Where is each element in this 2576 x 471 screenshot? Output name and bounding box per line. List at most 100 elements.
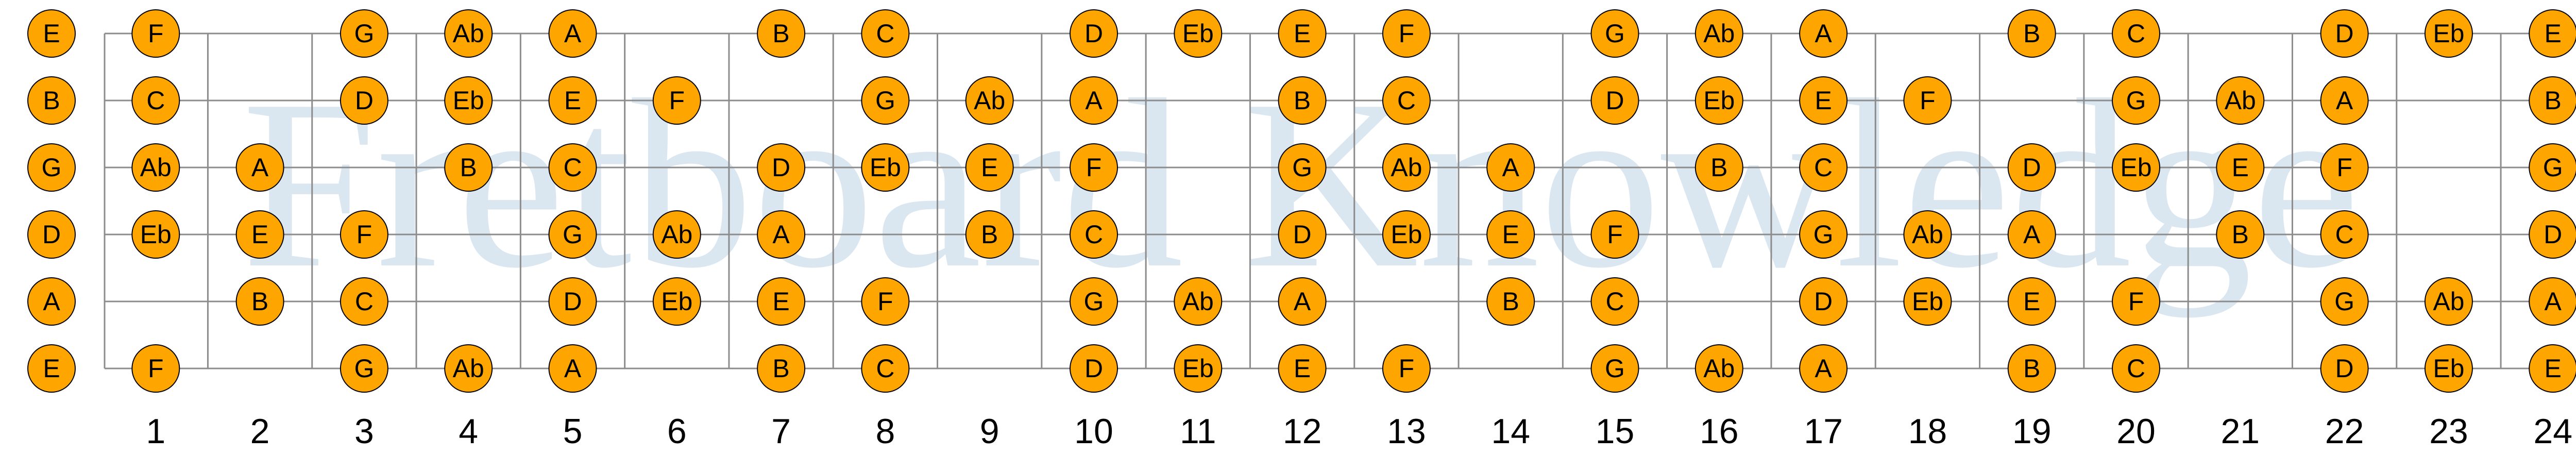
note-circle (757, 210, 806, 259)
note-marker: F (2112, 277, 2160, 326)
note-marker: Eb (1694, 76, 1743, 125)
note-label: F (1399, 354, 1415, 383)
note-marker: C (548, 143, 597, 192)
note-label: F (148, 354, 164, 383)
note-circle (27, 9, 76, 58)
note-label: A (1815, 19, 1832, 48)
fret-number: 3 (354, 412, 374, 451)
note-label: C (563, 153, 582, 182)
note-marker: Ab (2216, 76, 2265, 125)
note-marker: B (27, 76, 76, 125)
note-label: D (1814, 287, 1833, 316)
note-label: F (877, 287, 893, 316)
note-marker: C (340, 277, 388, 326)
note-label: F (2336, 153, 2352, 182)
note-label: F (1086, 153, 1102, 182)
note-label: D (1084, 354, 1103, 383)
fret-number: 13 (1387, 412, 1426, 451)
note-marker: D (1070, 9, 1118, 58)
note-circle (1486, 143, 1535, 192)
note-label: G (1292, 153, 1312, 182)
note-circle (757, 344, 806, 393)
note-label: Ab (1182, 287, 1214, 316)
note-label: B (2545, 86, 2562, 115)
note-circle (1278, 344, 1327, 393)
note-marker: G (1278, 143, 1327, 192)
note-label: D (1084, 19, 1103, 48)
note-circle (2320, 277, 2369, 326)
note-circle (548, 344, 597, 393)
note-marker: C (2112, 344, 2160, 393)
note-marker: Ab (1694, 344, 1743, 393)
note-label: Eb (140, 220, 172, 249)
note-marker: F (1382, 344, 1431, 393)
note-marker: E (1486, 210, 1535, 259)
note-label: B (1502, 287, 1519, 316)
note-label: B (43, 86, 60, 115)
note-marker: E (2529, 9, 2576, 58)
note-label: A (1502, 153, 1520, 182)
note-label: Eb (870, 153, 901, 182)
note-label: Eb (661, 287, 692, 316)
note-circle (1070, 9, 1118, 58)
note-label: B (981, 220, 998, 249)
note-marker: G (548, 210, 597, 259)
note-marker: B (2007, 9, 2056, 58)
note-label: Ab (661, 220, 692, 249)
note-marker: Ab (444, 9, 493, 58)
note-marker: D (2007, 143, 2056, 192)
note-label: D (2544, 220, 2562, 249)
note-circle (1590, 210, 1639, 259)
note-circle (548, 143, 597, 192)
note-label: G (1605, 354, 1625, 383)
note-marker: Ab (444, 344, 493, 393)
note-marker: B (2007, 344, 2056, 393)
note-circle (1070, 277, 1118, 326)
note-marker: C (1590, 277, 1639, 326)
note-circle (1278, 277, 1327, 326)
note-circle (131, 210, 180, 259)
note-marker: C (1799, 143, 1848, 192)
note-circle (548, 76, 597, 125)
note-label: D (1605, 86, 1624, 115)
fret-number: 5 (563, 412, 583, 451)
fret-number: 12 (1283, 412, 1322, 451)
note-marker: A (548, 344, 597, 393)
fret-number: 18 (1908, 412, 1947, 451)
note-marker: F (1590, 210, 1639, 259)
note-label: C (2127, 19, 2145, 48)
note-marker: Eb (2112, 143, 2160, 192)
note-label: B (2232, 220, 2249, 249)
note-label: Ab (1912, 220, 1943, 249)
note-marker: E (2529, 344, 2576, 393)
note-circle (965, 143, 1014, 192)
note-circle (27, 344, 76, 393)
note-circle (757, 277, 806, 326)
note-marker: F (131, 344, 180, 393)
note-label: Eb (1703, 86, 1735, 115)
fret-number: 19 (2012, 412, 2052, 451)
note-circle (1070, 210, 1118, 259)
note-label: Eb (2433, 354, 2464, 383)
note-circle (548, 277, 597, 326)
note-marker: G (340, 344, 388, 393)
fret-number: 21 (2221, 412, 2260, 451)
note-marker: B (1486, 277, 1535, 326)
note-marker: B (1278, 76, 1327, 125)
note-marker: G (1590, 9, 1639, 58)
note-label: E (2545, 19, 2562, 48)
note-marker: A (2007, 210, 2056, 259)
note-marker: D (2529, 210, 2576, 259)
note-label: F (1399, 19, 1415, 48)
note-circle (1694, 143, 1743, 192)
note-circle (2529, 76, 2576, 125)
note-marker: E (965, 143, 1014, 192)
note-circle (2529, 210, 2576, 259)
note-marker: Eb (1174, 344, 1223, 393)
note-label: E (981, 153, 998, 182)
note-marker: A (1070, 76, 1118, 125)
note-circle (444, 9, 493, 58)
note-label: Ab (1703, 19, 1735, 48)
